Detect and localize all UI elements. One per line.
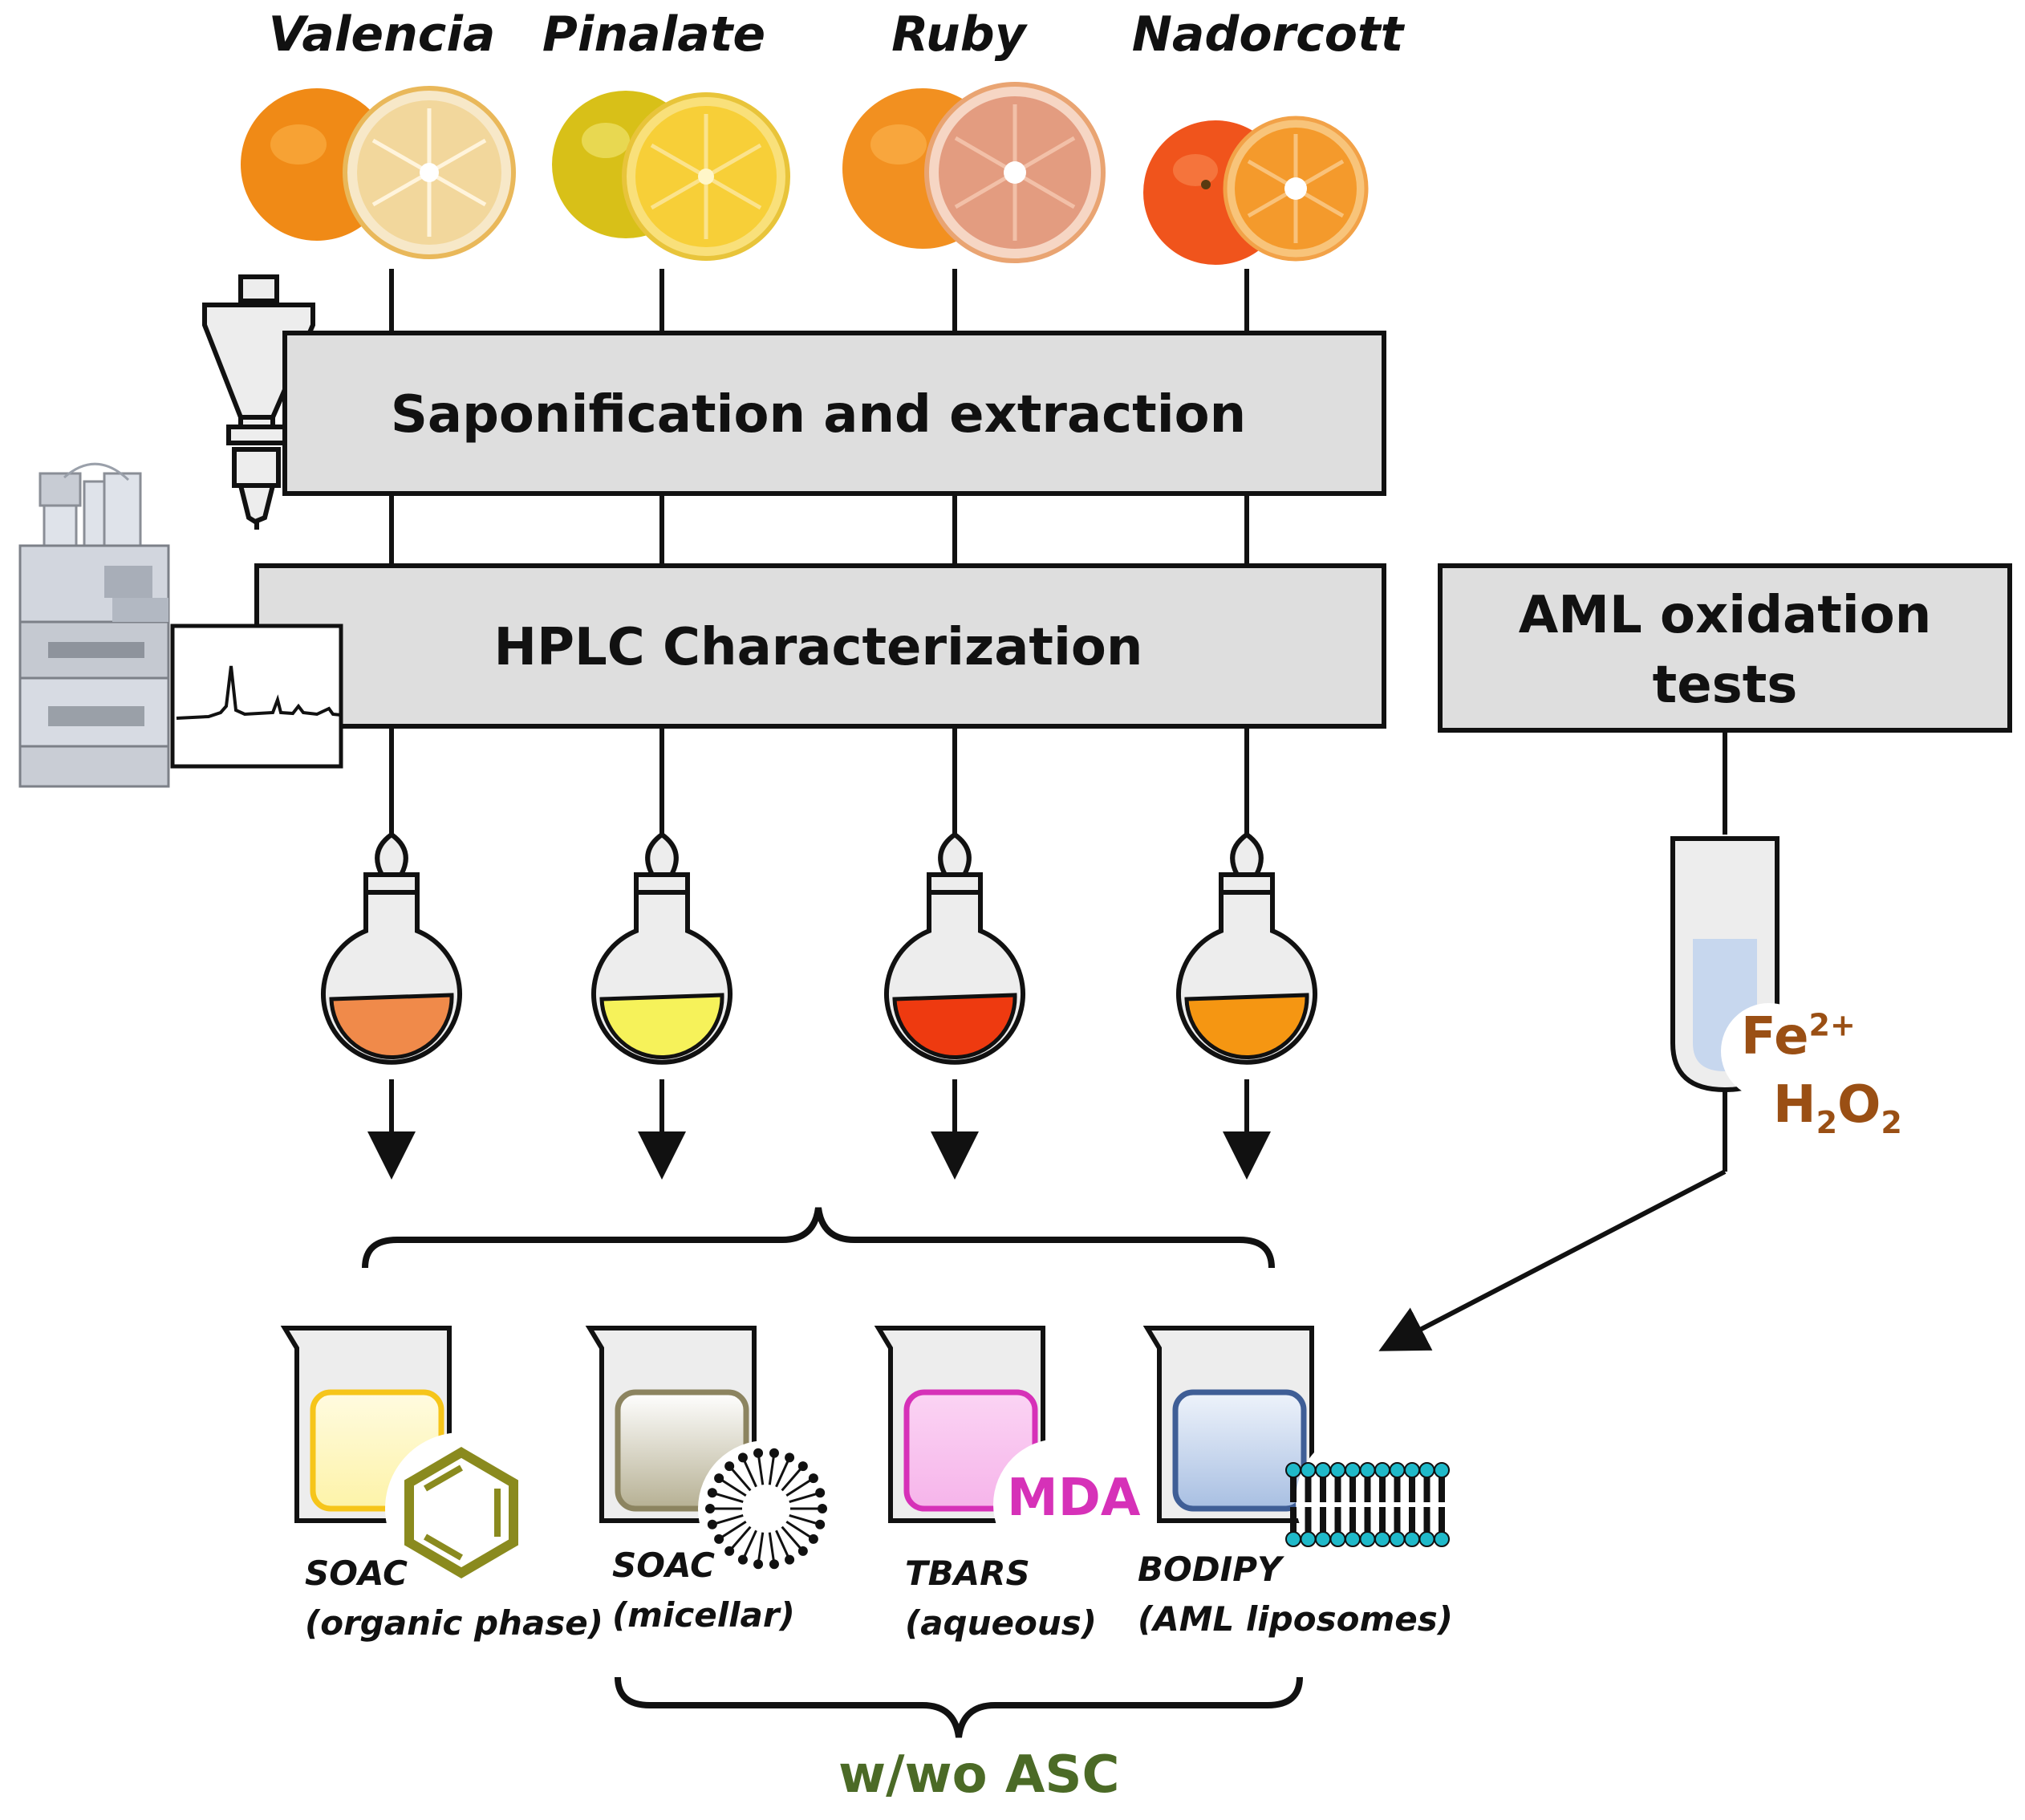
flask-nadorcott: [1176, 831, 1317, 1065]
assay-name: TBARS: [905, 1554, 1030, 1593]
flow-arrows-flasks: [367, 1079, 1271, 1180]
beaker-1: [280, 1326, 538, 1585]
variety-label-ruby: Ruby: [891, 6, 1026, 63]
assay-detail: (aqueous): [905, 1603, 1097, 1643]
fe-charge: 2+: [1808, 1007, 1856, 1043]
mda-label: [993, 1439, 1125, 1570]
assay-beakers: [280, 1326, 1450, 1585]
assay-label-tbars: TBARS (aqueous): [905, 1549, 1097, 1648]
variety-label-pinalate: Pinalate: [542, 6, 766, 63]
saponification-label: Saponification and extraction: [391, 385, 1246, 445]
micelle-icon: [698, 1440, 834, 1577]
aml-label-line1: AML oxidation: [1519, 586, 1932, 645]
top-brace: [362, 1207, 1275, 1269]
flask-ruby: [884, 831, 1025, 1065]
liposome-icon: [1285, 1428, 1450, 1573]
assay-name: BODIPY: [1138, 1550, 1282, 1589]
fe-label: Fe2+: [1741, 1007, 1856, 1066]
beaker-4: [1142, 1326, 1450, 1573]
fruit-pinalate: [552, 91, 790, 261]
h-subscript: 2: [1816, 1104, 1838, 1140]
aml-label-line2: tests: [1653, 656, 1798, 715]
test-tube-icon: [1670, 836, 1817, 1099]
flask-valencia: [321, 831, 462, 1065]
h2o2-label: H2O2: [1773, 1075, 1902, 1140]
assay-detail: (organic phase): [305, 1603, 603, 1643]
assay-name: SOAC: [305, 1554, 408, 1593]
saponification-box: [282, 331, 1386, 496]
extract-flasks: [321, 831, 1317, 1065]
aml-flow: [1378, 730, 1727, 1351]
o-symbol: O: [1837, 1075, 1881, 1135]
beaker-2: [585, 1326, 834, 1577]
h-symbol: H: [1773, 1075, 1816, 1135]
mda-label: MDA: [1007, 1469, 1141, 1528]
asc-label: w/wo ASC: [838, 1745, 1120, 1805]
fe-symbol: Fe: [1741, 1007, 1809, 1066]
hplc-instrument-icon: [18, 462, 170, 788]
variety-label-nadorcott: Nadorcott: [1131, 6, 1404, 63]
chromatogram-icon: [170, 624, 343, 769]
assay-name: SOAC: [612, 1546, 715, 1585]
hplc-box: [254, 563, 1386, 729]
benzene-icon: [385, 1432, 538, 1585]
variety-label-valencia: Valencia: [268, 6, 496, 63]
fruit-ruby: [842, 82, 1106, 263]
beaker-3: [874, 1326, 1125, 1570]
o-subscript: 2: [1881, 1104, 1902, 1140]
hplc-label: HPLC Characterization: [494, 618, 1143, 677]
fruit-valencia: [241, 86, 516, 259]
assay-label-bodipy: BODIPY (AML liposomes): [1138, 1545, 1453, 1644]
flow-lines-fruits: [389, 269, 1249, 835]
assay-label-soac-organic: SOAC (organic phase): [305, 1549, 603, 1648]
fruit-nadorcott: [1143, 116, 1369, 265]
bottom-brace: [615, 1676, 1303, 1738]
assay-label-soac-micellar: SOAC (micellar): [612, 1541, 795, 1640]
assay-detail: (AML liposomes): [1138, 1599, 1453, 1639]
assay-detail: (micellar): [612, 1595, 795, 1635]
flask-pinalate: [591, 831, 732, 1065]
